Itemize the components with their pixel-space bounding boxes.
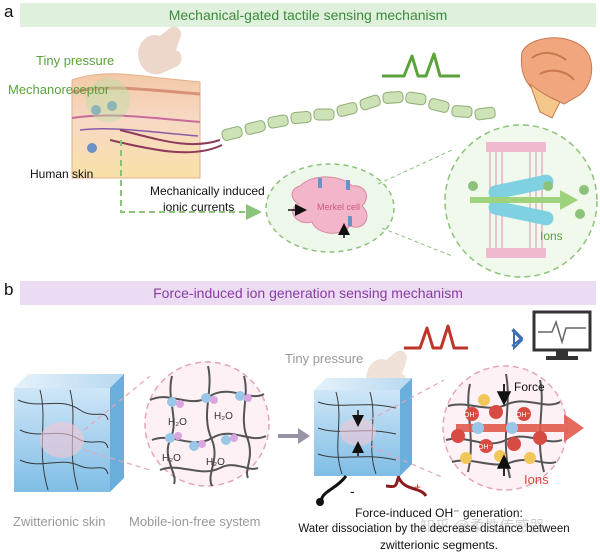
label-merkel-cell: Merkel cell (317, 202, 361, 212)
caption-line-2: Water dissociation by the decrease dista… (298, 523, 570, 535)
brain-icon (520, 37, 593, 119)
zwitterion-beads (165, 391, 252, 451)
label-mechanoreceptor: Mechanoreceptor (8, 82, 110, 97)
label-mech-currents-1: Mechanically induced (150, 184, 265, 198)
label-h2o-2: H₂O (214, 411, 233, 422)
label-h2o-1: H₂O (168, 417, 187, 428)
bluetooth-icon (511, 327, 524, 351)
label-plus: + (414, 480, 422, 494)
panel-b-letter: b (4, 280, 14, 299)
label-mobile-ion-free: Mobile-ion-free system (129, 514, 261, 529)
transition-arrow (278, 428, 310, 444)
panel-a-title: Mechanical-gated tactile sensing mechani… (20, 3, 596, 27)
monitor-icon (532, 310, 592, 360)
spike-signal-b (404, 324, 468, 350)
label-oh-1: OH⁻ (464, 412, 479, 419)
pressed-cube (314, 378, 412, 476)
electrode-negative (319, 475, 348, 505)
label-mech-currents-2: ionic currents (163, 200, 235, 214)
nerve-chain (221, 91, 496, 141)
label-tiny-pressure-b: Tiny pressure (285, 351, 364, 366)
label-oh-2: OH⁻ (516, 412, 531, 419)
label-h2o-3: H₂O (162, 453, 181, 464)
spike-signal-a (382, 52, 460, 78)
label-minus: - (350, 483, 355, 499)
label-human-skin: Human skin (30, 167, 94, 181)
caption-line-3: zwitterionic segments. (379, 538, 499, 552)
hydroxide-ions (451, 394, 547, 464)
watermark: 知乎 @柔性传感器 (420, 518, 545, 535)
label-force: Force (514, 380, 545, 394)
panel-b-title: Force-induced ion generation sensing mec… (20, 281, 596, 305)
panel-a-letter: a (4, 2, 14, 21)
label-tiny-pressure-a: Tiny pressure (36, 53, 115, 68)
skin-block (71, 73, 223, 179)
zwitterionic-skin-cube (14, 374, 124, 492)
ion-flow-arrow (456, 414, 584, 442)
current-path-dashed (120, 140, 262, 220)
label-zwitterionic-skin: Zwitterionic skin (13, 514, 106, 529)
electrode-positive (396, 475, 428, 497)
label-oh-3: OH⁻ (478, 444, 493, 451)
label-h2o-4: H₂O (206, 457, 225, 468)
label-ions-a: Ions (540, 229, 563, 243)
label-ions-b: Ions (524, 472, 549, 487)
membrane (468, 142, 589, 258)
caption-line-1: Force-induced OH⁻ generation: (355, 506, 523, 520)
hand-icon (138, 26, 182, 75)
